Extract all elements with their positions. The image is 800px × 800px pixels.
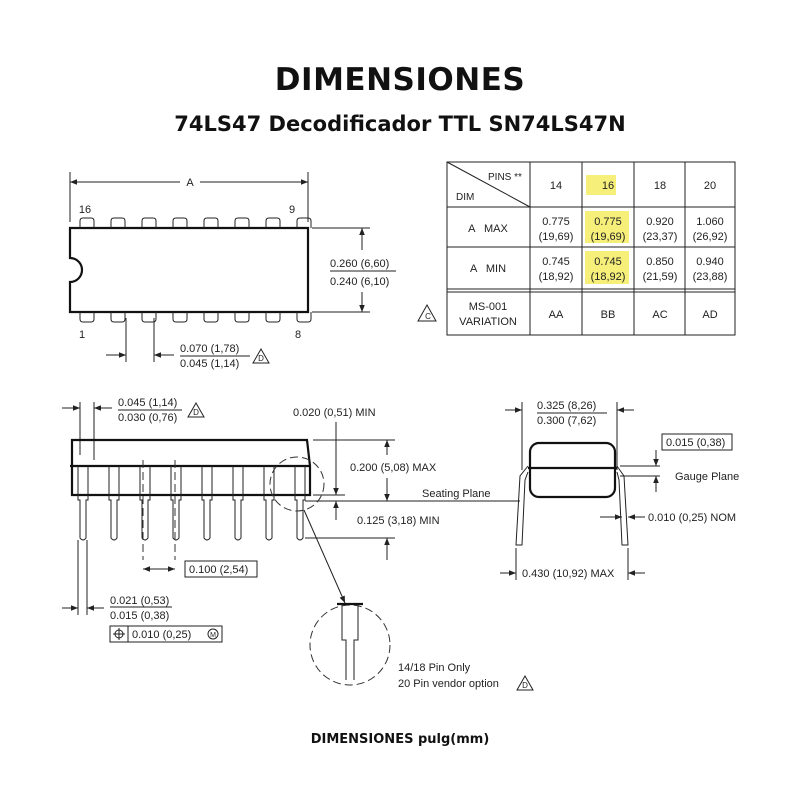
cell-mm: (26,92) bbox=[693, 231, 728, 243]
cell-inch: 1.060 bbox=[696, 216, 724, 228]
page-subtitle: 74LS47 Decodificador TTL SN74LS47N bbox=[174, 112, 626, 136]
lead-thickness-dim: 0.015 (0,38) bbox=[666, 437, 725, 449]
cell-inch: 0.775 bbox=[594, 216, 622, 228]
pin-lead bbox=[170, 495, 182, 541]
pin-lead bbox=[294, 495, 306, 541]
lead-max: 0.045 (1,14) bbox=[118, 397, 177, 409]
variation-cell: BB bbox=[601, 309, 616, 321]
mmc-icon: M bbox=[210, 632, 216, 639]
pin-bottom bbox=[141, 312, 157, 323]
pin-lead bbox=[232, 495, 244, 541]
end-view: 0.325 (8,26) 0.300 (7,62) 0.015 (0,38) G… bbox=[500, 400, 739, 580]
lead-nom-dim: 0.010 (0,25) NOM bbox=[648, 512, 736, 524]
pin-9-label: 9 bbox=[289, 204, 295, 216]
cell-inch: 0.775 bbox=[542, 216, 570, 228]
note-c-icon: C bbox=[425, 312, 431, 321]
cell-inch: 0.920 bbox=[646, 216, 674, 228]
pin-lead bbox=[77, 495, 89, 541]
row-label: A MIN bbox=[470, 263, 506, 275]
body-width-min: 0.300 (7,62) bbox=[537, 415, 596, 427]
cell-inch: 0.940 bbox=[696, 256, 724, 268]
top-view: A 16 9 1 8 0.260 (6,60) 0.240 (6,10) 0.0… bbox=[68, 172, 396, 370]
pin-8-label: 8 bbox=[295, 329, 301, 341]
pin-bottom bbox=[79, 312, 95, 323]
variation-label: VARIATION bbox=[459, 316, 517, 328]
cell-mm: (18,92) bbox=[591, 271, 626, 283]
lead-span-dim: 0.430 (10,92) MAX bbox=[522, 568, 615, 580]
pin-16-label: 16 bbox=[79, 204, 91, 216]
note-d-icon: D bbox=[193, 408, 199, 417]
note-d-icon: D bbox=[522, 681, 528, 690]
pin-bottom bbox=[172, 312, 188, 323]
pin-thickness-max: 0.021 (0,53) bbox=[110, 595, 169, 607]
pin-bottom bbox=[110, 312, 126, 323]
standoff-dim: 0.020 (0,51) MIN bbox=[293, 407, 376, 419]
pin-1-label: 1 bbox=[79, 329, 85, 341]
pin-lead bbox=[139, 495, 151, 541]
lead-min: 0.030 (0,76) bbox=[118, 412, 177, 424]
height-dim: 0.200 (5,08) MAX bbox=[350, 462, 437, 474]
detail-note-2: 20 Pin vendor option bbox=[398, 678, 499, 690]
pin-count-header: 16 bbox=[602, 180, 614, 192]
pin-bottom bbox=[203, 312, 219, 323]
pin-top bbox=[172, 217, 188, 228]
pin-top bbox=[203, 217, 219, 228]
pins-header: PINS ** bbox=[488, 172, 522, 183]
pin-top bbox=[296, 217, 312, 228]
dim-header: DIM bbox=[456, 192, 474, 203]
variation-cell: AD bbox=[702, 309, 717, 321]
cell-inch: 0.850 bbox=[646, 256, 674, 268]
pin-detail: 14/18 Pin Only 20 Pin vendor option D bbox=[309, 602, 534, 691]
pin-thickness-min: 0.015 (0,38) bbox=[110, 610, 169, 622]
side-view: 0.045 (1,14) 0.030 (0,76) D 0.100 (2,54)… bbox=[62, 397, 520, 643]
gauge-plane-label: Gauge Plane bbox=[675, 471, 739, 483]
pin-width-min: 0.045 (1,14) bbox=[180, 358, 239, 370]
variation-label: MS-001 bbox=[469, 301, 508, 313]
pin-top bbox=[265, 217, 281, 228]
cell-mm: (23,37) bbox=[643, 231, 678, 243]
cell-mm: (21,59) bbox=[643, 271, 678, 283]
cell-inch: 0.745 bbox=[542, 256, 570, 268]
pin-lead bbox=[201, 495, 213, 541]
row-label: A MAX bbox=[468, 223, 508, 235]
note-d-icon: D bbox=[258, 354, 264, 363]
units-caption: DIMENSIONES pulg(mm) bbox=[310, 732, 490, 747]
variation-cell: AA bbox=[549, 309, 564, 321]
detail-note-1: 14/18 Pin Only bbox=[398, 662, 471, 674]
pin-top bbox=[110, 217, 126, 228]
pin-top bbox=[234, 217, 250, 228]
pin-bottom bbox=[265, 312, 281, 323]
pin-count-header: 14 bbox=[550, 180, 562, 192]
pin-top bbox=[141, 217, 157, 228]
dimension-table: PINS ** DIM 14 16 18 20 A MAX 0.775 (19,69) 0.7… bbox=[417, 161, 736, 336]
cell-mm: (19,69) bbox=[539, 231, 574, 243]
pin-bottom bbox=[296, 312, 312, 323]
cell-mm: (19,69) bbox=[591, 231, 626, 243]
pitch-dim: 0.100 (2,54) bbox=[189, 564, 248, 576]
body-width-max: 0.325 (8,26) bbox=[537, 400, 596, 412]
ic-body-top bbox=[68, 226, 310, 314]
pin-top bbox=[79, 217, 95, 228]
cell-mm: (23,88) bbox=[693, 271, 728, 283]
position-tolerance: 0.010 (0,25) bbox=[132, 629, 191, 641]
pin-width-max: 0.070 (1,78) bbox=[180, 343, 239, 355]
pin-lead bbox=[263, 495, 275, 541]
pin-length-dim: 0.125 (3,18) MIN bbox=[357, 515, 440, 527]
pin-count-header: 18 bbox=[654, 180, 666, 192]
seating-plane-label: Seating Plane bbox=[422, 488, 491, 500]
cell-inch: 0.745 bbox=[594, 256, 622, 268]
dim-a-label: A bbox=[186, 177, 194, 189]
cell-mm: (18,92) bbox=[539, 271, 574, 283]
pin-count-header: 20 bbox=[704, 180, 716, 192]
variation-cell: AC bbox=[652, 309, 667, 321]
pin-bottom bbox=[234, 312, 250, 323]
width-min: 0.240 (6,10) bbox=[330, 276, 389, 288]
width-max: 0.260 (6,60) bbox=[330, 258, 389, 270]
page-title: DIMENSIONES bbox=[274, 62, 526, 98]
pin-lead bbox=[108, 495, 120, 541]
